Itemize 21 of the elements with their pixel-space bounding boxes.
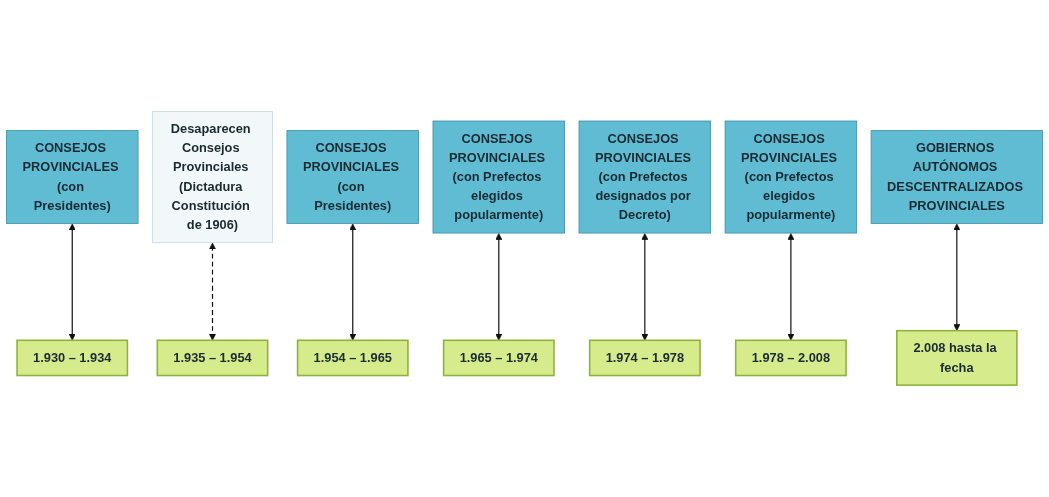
node-box: 1.935 – 1.954: [156, 339, 269, 377]
arrow: [68, 223, 76, 341]
node-box: Desaparecen Consejos Provinciales (Dictadura Constitución de 1906): [152, 111, 273, 244]
node-box: CONSEJOS PROVINCIALES (con Presidentes): [6, 130, 139, 225]
node-box: 1.974 – 1.978: [588, 339, 701, 377]
arrow: [349, 223, 357, 341]
node-box: 1.954 – 1.965: [296, 339, 409, 377]
arrow: [495, 233, 503, 341]
node-box: 2.008 hasta la fecha: [896, 330, 1018, 387]
node-box: 1.930 – 1.934: [16, 339, 129, 377]
node-box: CONSEJOS PROVINCIALES (con Presidentes): [286, 130, 419, 225]
arrow: [787, 233, 795, 341]
node-box: 1.965 – 1.974: [442, 339, 555, 377]
node-box: CONSEJOS PROVINCIALES (con Prefectos elegidos popularmente): [724, 120, 858, 234]
node-box: 1.978 – 2.008: [734, 339, 847, 377]
node-box: GOBIERNOS AUTÓNOMOS DESCENTRALIZADOS PROVINCIALES: [870, 130, 1043, 225]
node-box: CONSEJOS PROVINCIALES (con Prefectos elegidos popularmente): [432, 120, 565, 234]
node-box: CONSEJOS PROVINCIALES (con Prefectos designados por Decreto): [578, 120, 712, 234]
arrow: [641, 233, 649, 341]
arrow: [953, 223, 961, 332]
arrow: [209, 242, 216, 341]
